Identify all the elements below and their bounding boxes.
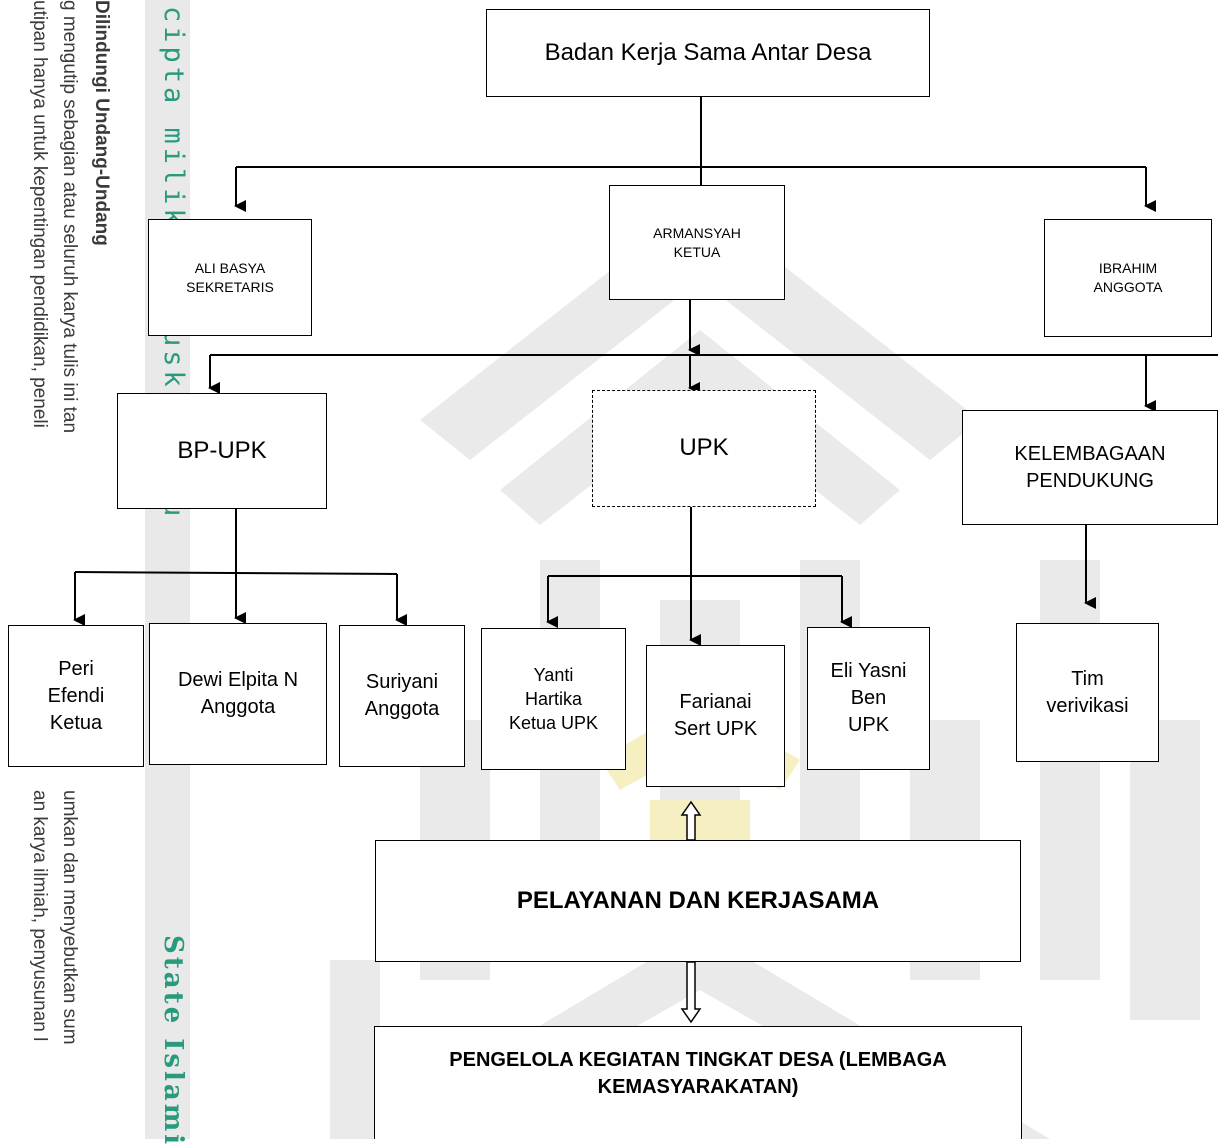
node-pelayanan-dan-kerjasama: PELAYANAN DAN KERJASAMA <box>375 840 1021 962</box>
node-ibrahim: IBRAHIM ANGGOTA <box>1044 219 1212 337</box>
sidebar-title: Dilindungi Undang-Undang <box>91 0 112 246</box>
node-ali-basya-label: ALI BASYA SEKRETARIS <box>186 259 274 295</box>
node-peri-efendi: Peri Efendi Ketua <box>8 625 144 767</box>
node-badan-kerja-sama: Badan Kerja Sama Antar Desa <box>486 9 930 97</box>
node-suriyani-label: Suriyani Anggota <box>364 671 440 720</box>
sidebar-line-2: utipan hanya untuk kepentingan pendidika… <box>29 0 50 428</box>
node-badan-kerja-sama-label: Badan Kerja Sama Antar Desa <box>544 38 872 66</box>
node-kelembagaan-pendukung-label: KELEMBAGAAN PENDUKUNG <box>1014 442 1166 492</box>
node-yanti-hartika-label: Yanti Hartika Ketua UPK <box>508 664 599 734</box>
sidebar-line-2b: an karya ilmiah, penyusunan l <box>29 790 50 1042</box>
node-tim-verivikasi-label: Tim verivikasi <box>1046 667 1129 717</box>
node-pengelola-kegiatan-label: PENGELOLA KEGIATAN TINGKAT DESA (LEMBAGA… <box>449 1049 947 1098</box>
node-upk-label: UPK <box>679 434 729 462</box>
node-armansyah: ARMANSYAH KETUA <box>609 185 785 300</box>
node-tim-verivikasi: Tim verivikasi <box>1016 623 1159 762</box>
node-ali-basya: ALI BASYA SEKRETARIS <box>148 219 312 336</box>
node-upk: UPK <box>592 390 816 507</box>
sidebar-grey-band <box>145 0 190 1139</box>
node-farianai: Farianai Sert UPK <box>646 645 785 787</box>
node-eli-yasni-label: Eli Yasni Ben UPK <box>830 660 907 736</box>
sidebar-green-text-top: cipta milik <box>158 6 189 229</box>
sidebar-line-1b: umkan dan menyebutkan sum <box>59 790 80 1045</box>
sidebar-green-text-bottom: State Islami <box>158 935 188 1147</box>
node-farianai-label: Farianai Sert UPK <box>673 691 758 740</box>
node-bp-upk: BP-UPK <box>117 393 327 509</box>
node-armansyah-label: ARMANSYAH KETUA <box>653 224 741 260</box>
node-peri-efendi-label: Peri Efendi Ketua <box>47 657 105 734</box>
sidebar-line-1: g mengutip sebagian atau seluruh karya t… <box>59 0 80 434</box>
node-kelembagaan-pendukung: KELEMBAGAAN PENDUKUNG <box>962 410 1218 525</box>
node-yanti-hartika: Yanti Hartika Ketua UPK <box>481 628 626 770</box>
node-bp-upk-label: BP-UPK <box>177 436 267 464</box>
node-suriyani: Suriyani Anggota <box>339 625 465 767</box>
node-ibrahim-label: IBRAHIM ANGGOTA <box>1093 260 1163 295</box>
node-dewi-elpita-label: Dewi Elpita N Anggota <box>177 669 299 718</box>
node-dewi-elpita: Dewi Elpita N Anggota <box>149 623 327 765</box>
node-pengelola-kegiatan: PENGELOLA KEGIATAN TINGKAT DESA (LEMBAGA… <box>374 1026 1022 1139</box>
node-pelayanan-dan-kerjasama-label: PELAYANAN DAN KERJASAMA <box>516 886 880 914</box>
copyright-sidebar: Dilindungi Undang-Undang g mengutip seba… <box>0 0 205 1147</box>
sidebar-green-text-mid: usk <box>158 330 189 391</box>
node-eli-yasni: Eli Yasni Ben UPK <box>807 627 930 770</box>
